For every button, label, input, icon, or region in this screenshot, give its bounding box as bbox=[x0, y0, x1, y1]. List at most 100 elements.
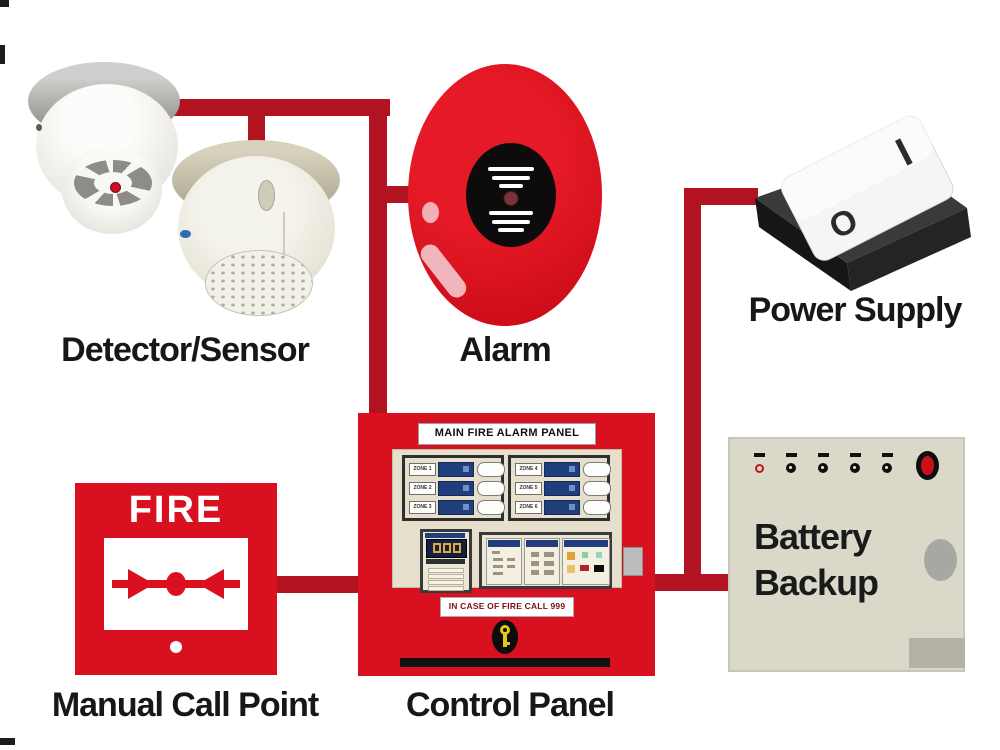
module-divider bbox=[426, 559, 465, 564]
call-point-glass bbox=[104, 538, 248, 630]
panel-control-module bbox=[479, 532, 612, 589]
module-section bbox=[524, 538, 560, 585]
detector2-seam bbox=[283, 212, 285, 258]
bell-center-dot bbox=[503, 191, 519, 206]
caption-alarm: Alarm bbox=[459, 331, 551, 369]
arrow-left-icon bbox=[198, 569, 224, 599]
panel-display-module bbox=[420, 529, 472, 593]
zone-button bbox=[438, 481, 474, 496]
key-icon bbox=[492, 620, 518, 654]
led-display bbox=[426, 539, 467, 558]
fire-notice-label: IN CASE OF FIRE CALL 999 bbox=[440, 597, 574, 617]
wire-power-to-battery bbox=[684, 188, 701, 591]
battery-indicator-dash bbox=[818, 453, 829, 457]
wire-callpoint-to-panel bbox=[274, 576, 362, 593]
battery-indicator-dash bbox=[882, 453, 893, 457]
zone-label: ZONE 6 bbox=[515, 501, 542, 514]
battery-indicator-dash bbox=[850, 453, 861, 457]
module-line bbox=[428, 568, 464, 573]
module-section bbox=[486, 538, 522, 585]
manual-call-point-icon: FIRE bbox=[75, 483, 277, 675]
module-line bbox=[428, 580, 464, 585]
led-digit bbox=[433, 543, 441, 553]
zone-indicator bbox=[477, 500, 505, 515]
fire-sign-text: FIRE bbox=[128, 489, 224, 531]
zone-button bbox=[544, 462, 580, 477]
zone-indicator bbox=[583, 500, 611, 515]
control-panel-icon: MAIN FIRE ALARM PANEL ZONE 1 ZONE 2 ZONE… bbox=[358, 413, 655, 676]
battery-indicator-dash bbox=[786, 453, 797, 457]
led-digit bbox=[453, 543, 461, 553]
zone-button bbox=[438, 500, 474, 515]
led-digit bbox=[443, 543, 451, 553]
zone-label: ZONE 1 bbox=[409, 463, 436, 476]
section-header bbox=[564, 540, 608, 547]
detector2-blue-led bbox=[180, 230, 191, 238]
battery-text-line2: Backup bbox=[754, 562, 879, 603]
module-header bbox=[425, 533, 465, 538]
panel-slot bbox=[400, 658, 610, 667]
zone-indicator bbox=[583, 481, 611, 496]
panel-side-button bbox=[623, 547, 643, 576]
bell-stripe bbox=[499, 184, 523, 188]
zone-indicator bbox=[477, 481, 505, 496]
zone-label: ZONE 4 bbox=[515, 463, 542, 476]
battery-backup-icon: Battery Backup bbox=[728, 437, 965, 672]
arrow-right-icon bbox=[128, 569, 154, 599]
bell-stripe bbox=[492, 176, 530, 180]
module-line bbox=[428, 586, 464, 591]
wire-power-stub bbox=[684, 188, 758, 205]
detector1-notch bbox=[36, 124, 42, 131]
caption-control-panel: Control Panel bbox=[405, 686, 615, 724]
caption-power-supply: Power Supply bbox=[748, 291, 963, 329]
bell-center bbox=[466, 143, 556, 247]
zone-group-1: ZONE 1 ZONE 2 ZONE 3 bbox=[402, 455, 505, 521]
zone-button bbox=[544, 500, 580, 515]
zone-label: ZONE 3 bbox=[409, 501, 436, 514]
battery-knob bbox=[924, 539, 957, 581]
battery-text: Battery Backup bbox=[754, 514, 879, 606]
detector2-mesh bbox=[205, 250, 313, 316]
battery-red-ring bbox=[755, 464, 764, 473]
caption-detector: Detector/Sensor bbox=[61, 331, 310, 369]
power-switch-icon: I O bbox=[755, 115, 971, 291]
bell-stripe bbox=[498, 228, 524, 232]
zone-label: ZONE 2 bbox=[409, 482, 436, 495]
battery-indicator-dot bbox=[786, 463, 796, 473]
wire-junction-to-panel bbox=[369, 99, 387, 415]
module-lamp-section bbox=[562, 538, 610, 585]
detector1-red-led bbox=[110, 182, 121, 193]
zone-label: ZONE 5 bbox=[515, 482, 542, 495]
bell-stripe bbox=[489, 211, 533, 215]
call-point-screw bbox=[170, 641, 182, 653]
key-head bbox=[500, 625, 510, 635]
detector2-indicator-slot bbox=[258, 180, 275, 211]
battery-indicator-dot bbox=[818, 463, 828, 473]
battery-indicator-dot bbox=[882, 463, 892, 473]
battery-indicator-dot bbox=[850, 463, 860, 473]
panel-header-label: MAIN FIRE ALARM PANEL bbox=[418, 423, 596, 445]
edge-artifact bbox=[0, 45, 5, 64]
zone-indicator bbox=[583, 462, 611, 477]
edge-artifact bbox=[0, 0, 9, 7]
bell-stripe bbox=[492, 220, 530, 224]
section-header bbox=[488, 540, 520, 547]
caption-manual-call-point: Manual Call Point bbox=[51, 686, 319, 724]
wire-detector-to-junction bbox=[173, 99, 390, 116]
module-line bbox=[428, 574, 464, 579]
key-tooth bbox=[507, 642, 510, 645]
battery-power-led bbox=[916, 451, 939, 480]
zone-button bbox=[438, 462, 474, 477]
zone-indicator bbox=[477, 462, 505, 477]
zone-group-2: ZONE 4 ZONE 5 ZONE 6 bbox=[508, 455, 611, 521]
section-header bbox=[526, 540, 558, 547]
edge-artifact bbox=[0, 738, 15, 745]
wire-panel-to-battery bbox=[652, 574, 732, 591]
break-glass-dot bbox=[166, 572, 186, 596]
battery-vent bbox=[909, 638, 965, 668]
bell-stripe bbox=[488, 167, 534, 171]
zone-button bbox=[544, 481, 580, 496]
battery-text-line1: Battery bbox=[754, 516, 872, 557]
battery-indicator-dash bbox=[754, 453, 765, 457]
